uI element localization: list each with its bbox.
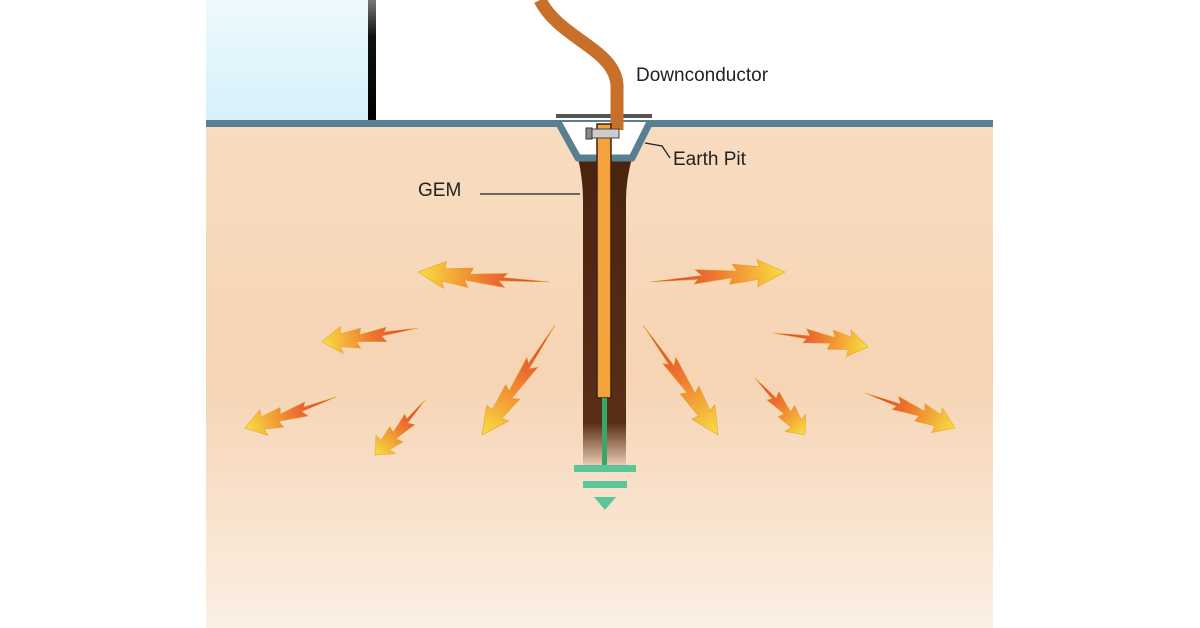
lightning-bolt-arrow-icon xyxy=(642,324,719,436)
clamp xyxy=(588,128,620,139)
current-dissipation-bolts xyxy=(244,259,956,456)
pole xyxy=(368,0,376,121)
earth-rod xyxy=(596,123,612,399)
earth-ground-icon xyxy=(574,465,636,510)
lightning-bolt-arrow-icon xyxy=(754,377,807,436)
lightning-bolt-arrow-icon xyxy=(374,399,426,456)
lightning-bolt-arrow-icon xyxy=(772,328,869,357)
label-downconductor: Downconductor xyxy=(636,65,769,86)
pit-cover xyxy=(556,114,652,118)
window-sky xyxy=(206,0,368,121)
downconductor-cable xyxy=(534,0,624,130)
lightning-bolt-arrow-icon xyxy=(321,326,419,354)
earth-pit-leader xyxy=(644,142,671,159)
rod-tip xyxy=(602,398,607,466)
clamp-bolt-icon xyxy=(585,127,593,140)
label-gem: GEM xyxy=(418,180,461,201)
label-earth-pit: Earth Pit xyxy=(673,149,747,170)
lightning-bolt-arrow-icon xyxy=(244,396,337,436)
lightning-bolt-arrow-icon xyxy=(649,259,786,288)
lightning-bolt-arrow-icon xyxy=(864,392,956,433)
lightning-bolt-arrow-icon xyxy=(417,261,551,289)
lightning-bolt-arrow-icon xyxy=(481,324,556,436)
